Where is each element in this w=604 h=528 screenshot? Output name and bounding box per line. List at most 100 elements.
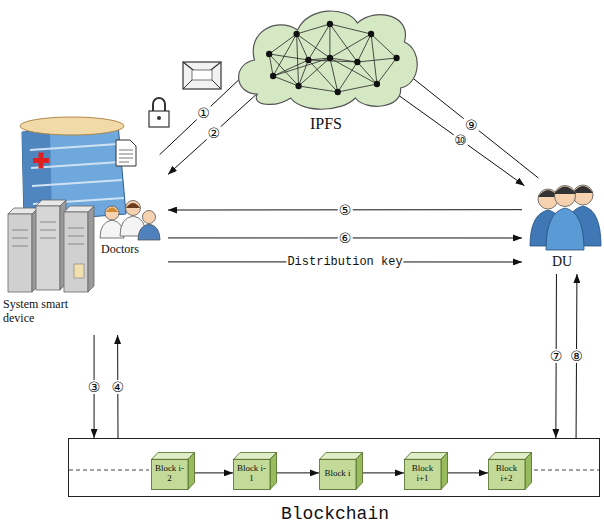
network-link (308, 24, 330, 60)
node-label: Doctors (101, 243, 161, 257)
envelope-icon (192, 70, 212, 80)
callout-number: ⑩ (453, 133, 468, 147)
network-link (338, 62, 358, 92)
node-label: Blockchain (69, 504, 601, 525)
callout-number: ⑦ (549, 349, 564, 363)
block-top (152, 453, 195, 460)
server-rack (8, 200, 94, 292)
network-node (354, 59, 360, 65)
network-link (308, 60, 357, 62)
network-node (327, 21, 333, 27)
network-node (270, 73, 276, 79)
storage-cloud: IPFS (228, 2, 424, 114)
block-side (525, 453, 532, 490)
hospital-building (30, 144, 124, 204)
connector-arrow (277, 472, 319, 473)
server-rack (12, 222, 84, 246)
lock-icon (157, 116, 161, 120)
block-face (405, 459, 442, 489)
network-node (293, 31, 299, 37)
server-rack (74, 264, 84, 278)
envelope-icon (183, 62, 221, 89)
lock-icon (149, 98, 169, 127)
network-link (269, 54, 273, 76)
block-cube: Block i-1 (233, 452, 277, 490)
document-icon (119, 150, 133, 162)
block-cube: Block i+2 (488, 452, 532, 490)
network-link (299, 86, 338, 92)
network-node (305, 57, 311, 63)
lock-icon (149, 111, 169, 127)
hospital-system: DoctorsSystem smart device (0, 88, 168, 335)
network-link (308, 60, 337, 92)
block-side (441, 453, 448, 490)
block-top (405, 453, 448, 460)
cloud-outline (239, 11, 418, 109)
network-node (266, 51, 272, 57)
block-face (320, 459, 357, 489)
block-top (234, 453, 277, 460)
network-link (357, 34, 371, 62)
document-icon (116, 140, 136, 166)
node-label: IPFS (228, 115, 424, 133)
block-top (489, 453, 532, 460)
network-link (308, 58, 330, 60)
doctor-figures (126, 201, 141, 216)
callout-number: ⑨ (464, 118, 479, 132)
block-side (188, 453, 195, 490)
network-node (368, 31, 374, 37)
network-link (357, 62, 377, 84)
chain-dash (534, 470, 599, 471)
block-face (152, 459, 189, 489)
network-link (269, 34, 296, 54)
document-icon (116, 140, 136, 166)
network-link (297, 34, 309, 60)
doctor-figures (106, 208, 118, 213)
doctor-figures (100, 201, 160, 241)
hospital-building (20, 117, 124, 135)
block-face (234, 459, 271, 489)
data-user: DU (522, 178, 604, 274)
block-cube: Block i (319, 452, 363, 490)
network-link (330, 58, 338, 92)
connector-arrow (404, 71, 538, 178)
node-label: System smart device (3, 298, 89, 326)
block-top (320, 453, 363, 460)
server-rack (64, 212, 88, 292)
network-node (374, 81, 380, 87)
network-node (295, 83, 301, 89)
network-link (269, 54, 308, 60)
chain-dash (69, 470, 149, 471)
connector-arrow (168, 92, 259, 175)
server-rack (88, 206, 94, 292)
network-link (377, 58, 397, 84)
network-link (330, 24, 357, 62)
user-figures (555, 186, 576, 207)
connector-arrow (363, 472, 404, 473)
doctor-figures (143, 211, 156, 224)
block-cube: Block i-2 (151, 452, 195, 490)
network-node (335, 89, 341, 95)
user-figures (530, 185, 601, 250)
connector-arrow (195, 472, 233, 473)
callout-number: ① (196, 106, 211, 120)
envelope-icon (183, 62, 221, 89)
cloud-shape (228, 2, 424, 114)
user-figures (546, 208, 584, 250)
callout-number: ② (206, 126, 221, 140)
network-link (338, 84, 377, 92)
network-link (371, 34, 396, 58)
lock-icon (153, 98, 165, 111)
doctor-figures (138, 224, 160, 240)
block-cube: Block i+1 (404, 452, 448, 490)
user-figures (554, 187, 576, 195)
doctor-figures (105, 206, 119, 220)
callout-number: ③ (87, 380, 102, 394)
hospital-building (39, 153, 44, 169)
block-side (270, 453, 277, 490)
block-label: Block i-2 (151, 459, 188, 488)
connector-arrow (397, 94, 525, 186)
network-link (297, 34, 299, 86)
user-figures (573, 185, 593, 205)
